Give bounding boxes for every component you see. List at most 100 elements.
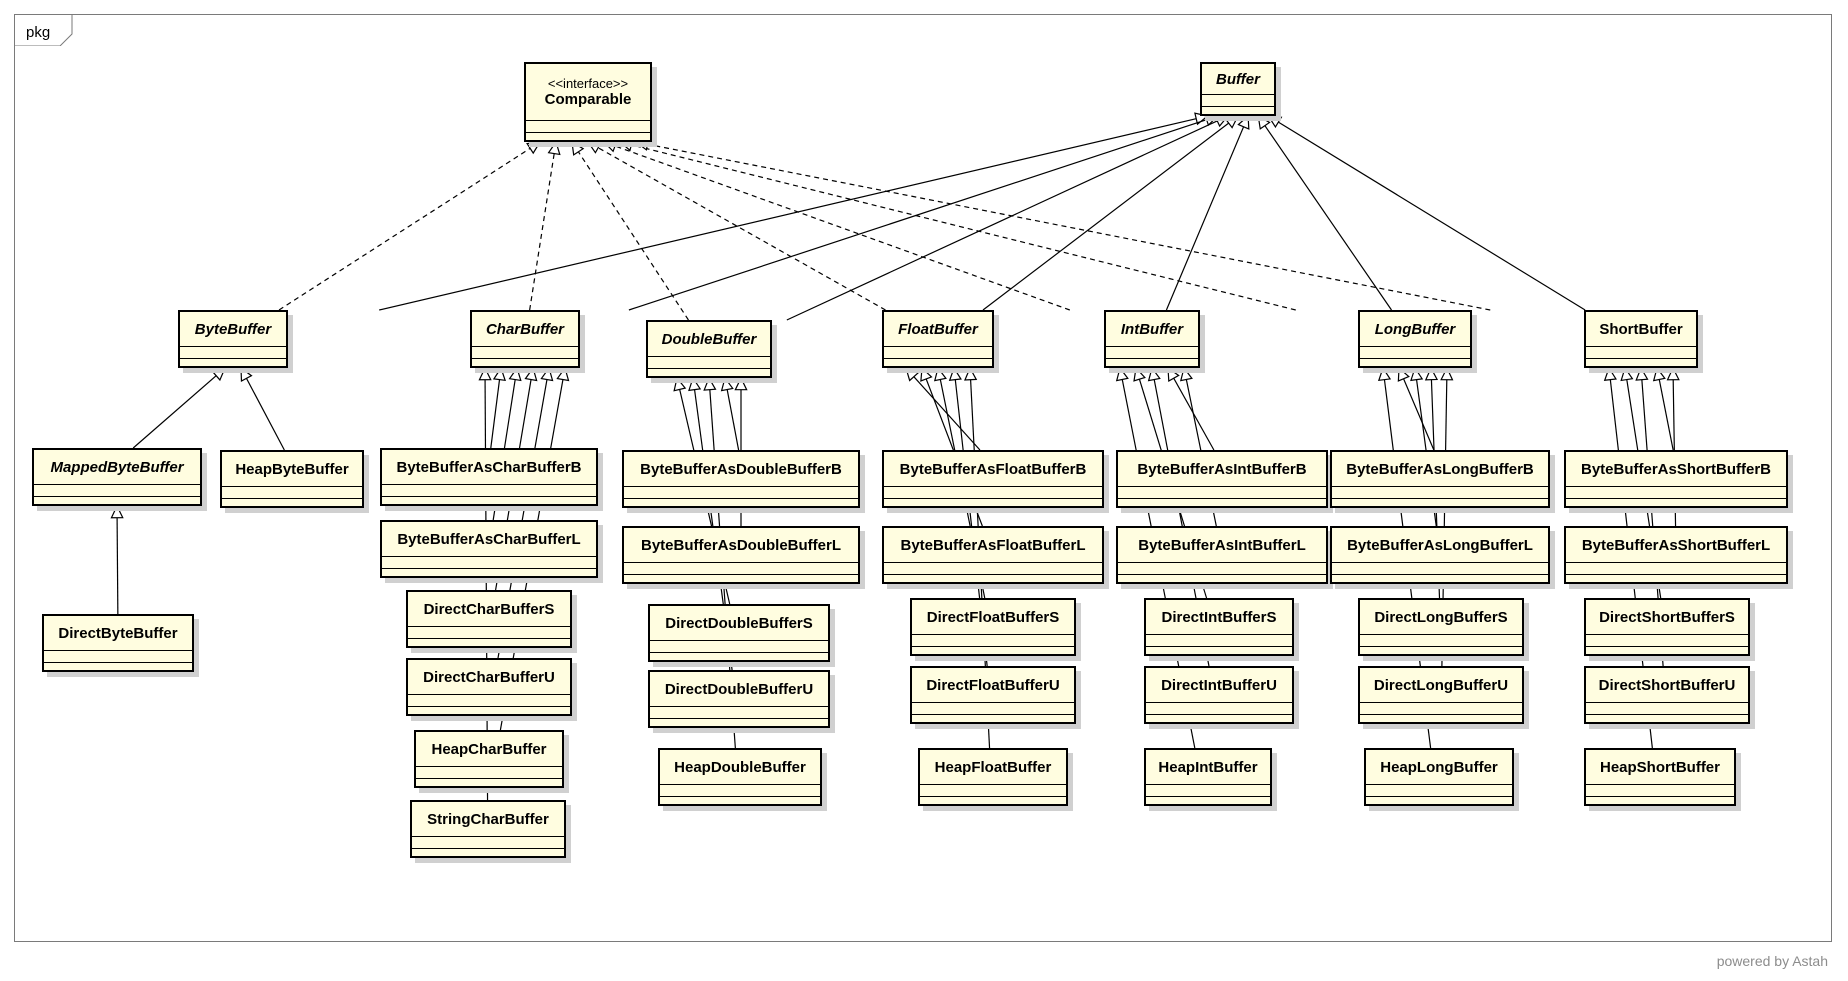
class-header: DirectByteBuffer [44, 616, 192, 650]
class-header: DirectShortBufferU [1586, 668, 1748, 702]
relationship-line [1658, 379, 1674, 451]
relationship-line [1264, 125, 1392, 311]
hollow-arrowhead-icon [240, 366, 253, 382]
hollow-arrowhead-icon [1635, 366, 1649, 381]
class-direct-float-buffer-u[interactable]: DirectFloatBufferU [910, 666, 1076, 724]
class-direct-int-buffer-u[interactable]: DirectIntBufferU [1144, 666, 1294, 724]
class-byte-buffer-as-short-buffer-l[interactable]: ByteBufferAsShortBufferL [1564, 526, 1788, 584]
relationship-line [490, 379, 501, 449]
class-mapped-byte-buffer[interactable]: MappedByteBuffer [32, 448, 202, 506]
attributes-compartment [1332, 562, 1548, 574]
realization-int-buffer-to-comparable [602, 139, 1071, 311]
class-header: MappedByteBuffer [34, 450, 200, 484]
relationship-line [529, 153, 555, 311]
class-byte-buffer-as-long-buffer-b[interactable]: ByteBufferAsLongBufferB [1330, 450, 1550, 508]
operations-compartment [180, 358, 286, 370]
relationship-line [726, 389, 740, 451]
class-byte-buffer-as-long-buffer-l[interactable]: ByteBufferAsLongBufferL [1330, 526, 1550, 584]
class-direct-double-buffer-s[interactable]: DirectDoubleBufferS [648, 604, 830, 662]
class-heap-double-buffer[interactable]: HeapDoubleBuffer [658, 748, 822, 806]
attributes-compartment [1118, 486, 1326, 498]
class-direct-long-buffer-u[interactable]: DirectLongBufferU [1358, 666, 1524, 724]
class-name: HeapCharBuffer [431, 740, 547, 758]
class-heap-long-buffer[interactable]: HeapLongBuffer [1364, 748, 1514, 806]
class-header: <<interface>>Comparable [526, 64, 650, 120]
class-name: ByteBufferAsFloatBufferB [899, 460, 1087, 478]
class-double-buffer[interactable]: DoubleBuffer [646, 320, 772, 378]
class-heap-short-buffer[interactable]: HeapShortBuffer [1584, 748, 1736, 806]
generalization-direct-byte-buffer-to-mapped-byte-buffer [110, 504, 124, 615]
class-int-buffer[interactable]: IntBuffer [1104, 310, 1200, 368]
attributes-compartment [526, 120, 650, 132]
operations-compartment [1146, 646, 1292, 658]
operations-compartment [912, 714, 1074, 726]
class-comparable[interactable]: <<interface>>Comparable [524, 62, 652, 142]
class-header: ByteBufferAsIntBufferB [1118, 452, 1326, 486]
class-byte-buffer-as-float-buffer-l[interactable]: ByteBufferAsFloatBufferL [882, 526, 1104, 584]
attributes-compartment [1146, 702, 1292, 714]
class-byte-buffer-as-double-buffer-b[interactable]: ByteBufferAsDoubleBufferB [622, 450, 860, 508]
class-heap-char-buffer[interactable]: HeapCharBuffer [414, 730, 564, 788]
package-frame-label: pkg [26, 24, 51, 41]
class-name: ByteBufferAsShortBufferB [1580, 460, 1771, 478]
class-direct-short-buffer-s[interactable]: DirectShortBufferS [1584, 598, 1750, 656]
class-name: ByteBufferAsDoubleBufferB [640, 460, 842, 478]
operations-compartment [526, 132, 650, 144]
class-header: LongBuffer [1360, 312, 1470, 346]
attributes-compartment [180, 346, 286, 358]
class-name: DirectIntBufferU [1161, 676, 1277, 694]
operations-compartment [1332, 574, 1548, 586]
class-byte-buffer-as-char-buffer-b[interactable]: ByteBufferAsCharBufferB [380, 448, 598, 506]
attributes-compartment [1586, 784, 1734, 796]
operations-compartment [1586, 714, 1748, 726]
operations-compartment [1586, 796, 1734, 808]
class-name: LongBuffer [1374, 320, 1456, 338]
class-direct-float-buffer-s[interactable]: DirectFloatBufferS [910, 598, 1076, 656]
operations-compartment [884, 498, 1102, 510]
class-byte-buffer-as-short-buffer-b[interactable]: ByteBufferAsShortBufferB [1564, 450, 1788, 508]
operations-compartment [884, 358, 992, 370]
class-short-buffer[interactable]: ShortBuffer [1584, 310, 1698, 368]
relationship-line [647, 143, 1491, 311]
class-name: DirectLongBufferU [1373, 676, 1509, 694]
class-char-buffer[interactable]: CharBuffer [470, 310, 580, 368]
attributes-compartment [1586, 702, 1748, 714]
realization-char-buffer-to-comparable [529, 140, 561, 311]
class-heap-float-buffer[interactable]: HeapFloatBuffer [918, 748, 1068, 806]
hollow-arrowhead-icon [1620, 366, 1634, 382]
class-buffer[interactable]: Buffer [1200, 62, 1276, 116]
class-float-buffer[interactable]: FloatBuffer [882, 310, 994, 368]
class-long-buffer[interactable]: LongBuffer [1358, 310, 1472, 368]
class-header: ByteBufferAsCharBufferL [382, 522, 596, 556]
operations-compartment [624, 498, 858, 510]
class-byte-buffer-as-char-buffer-l[interactable]: ByteBufferAsCharBufferL [380, 520, 598, 578]
class-direct-char-buffer-s[interactable]: DirectCharBufferS [406, 590, 572, 648]
attributes-compartment [34, 484, 200, 496]
class-name: StringCharBuffer [427, 810, 549, 828]
class-direct-long-buffer-s[interactable]: DirectLongBufferS [1358, 598, 1524, 656]
class-byte-buffer-as-double-buffer-l[interactable]: ByteBufferAsDoubleBufferL [622, 526, 860, 584]
class-name: Buffer [1216, 70, 1260, 88]
class-direct-double-buffer-u[interactable]: DirectDoubleBufferU [648, 670, 830, 728]
class-direct-byte-buffer[interactable]: DirectByteBuffer [42, 614, 194, 672]
class-byte-buffer-as-int-buffer-b[interactable]: ByteBufferAsIntBufferB [1116, 450, 1328, 508]
hollow-arrowhead-icon [1652, 366, 1666, 382]
class-byte-buffer[interactable]: ByteBuffer [178, 310, 288, 368]
attributes-compartment [1586, 346, 1696, 358]
hollow-arrowhead-icon [688, 376, 702, 392]
class-heap-int-buffer[interactable]: HeapIntBuffer [1144, 748, 1272, 806]
class-direct-short-buffer-u[interactable]: DirectShortBufferU [1584, 666, 1750, 724]
hollow-arrowhead-icon [1237, 114, 1250, 130]
generalization-mapped-byte-buffer-to-byte-buffer [132, 367, 227, 449]
class-direct-char-buffer-u[interactable]: DirectCharBufferU [406, 658, 572, 716]
hollow-arrowhead-icon [110, 504, 124, 519]
class-byte-buffer-as-int-buffer-l[interactable]: ByteBufferAsIntBufferL [1116, 526, 1328, 584]
class-heap-byte-buffer[interactable]: HeapByteBuffer [220, 450, 364, 508]
realization-double-buffer-to-comparable [571, 140, 689, 321]
class-header: ShortBuffer [1586, 312, 1696, 346]
class-byte-buffer-as-float-buffer-b[interactable]: ByteBufferAsFloatBufferB [882, 450, 1104, 508]
class-string-char-buffer[interactable]: StringCharBuffer [410, 800, 566, 858]
operations-compartment [1146, 796, 1270, 808]
class-direct-int-buffer-s[interactable]: DirectIntBufferS [1144, 598, 1294, 656]
hollow-arrowhead-icon [540, 366, 554, 382]
